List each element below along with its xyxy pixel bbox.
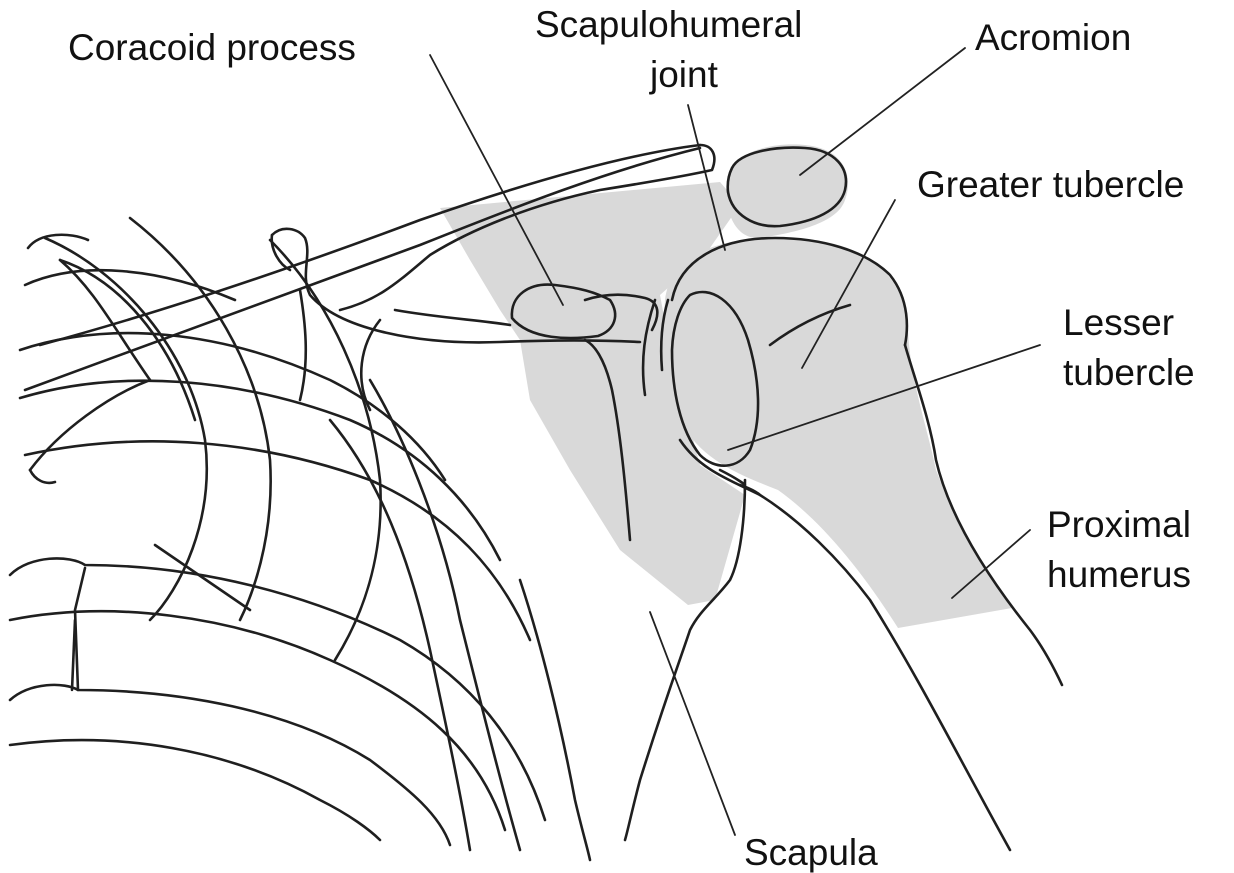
leader-acromion — [800, 48, 965, 175]
label-proximal-line2: humerus — [1047, 554, 1191, 595]
label-acromion: Acromion — [975, 17, 1131, 58]
leader-scapula — [650, 612, 735, 835]
label-lesser-line1: Lesser — [1063, 302, 1174, 343]
label-scapulohumeral-line2: joint — [649, 54, 719, 95]
label-scapulohumeral-line1: Scapulohumeral — [535, 4, 802, 45]
label-lesser-line2: tubercle — [1063, 352, 1195, 393]
shaded-bone-regions — [440, 144, 1012, 628]
label-coracoid-process: Coracoid process — [68, 27, 356, 68]
label-greater-tubercle: Greater tubercle — [917, 164, 1184, 205]
label-scapula: Scapula — [744, 832, 878, 873]
label-proximal-line1: Proximal — [1047, 504, 1191, 545]
